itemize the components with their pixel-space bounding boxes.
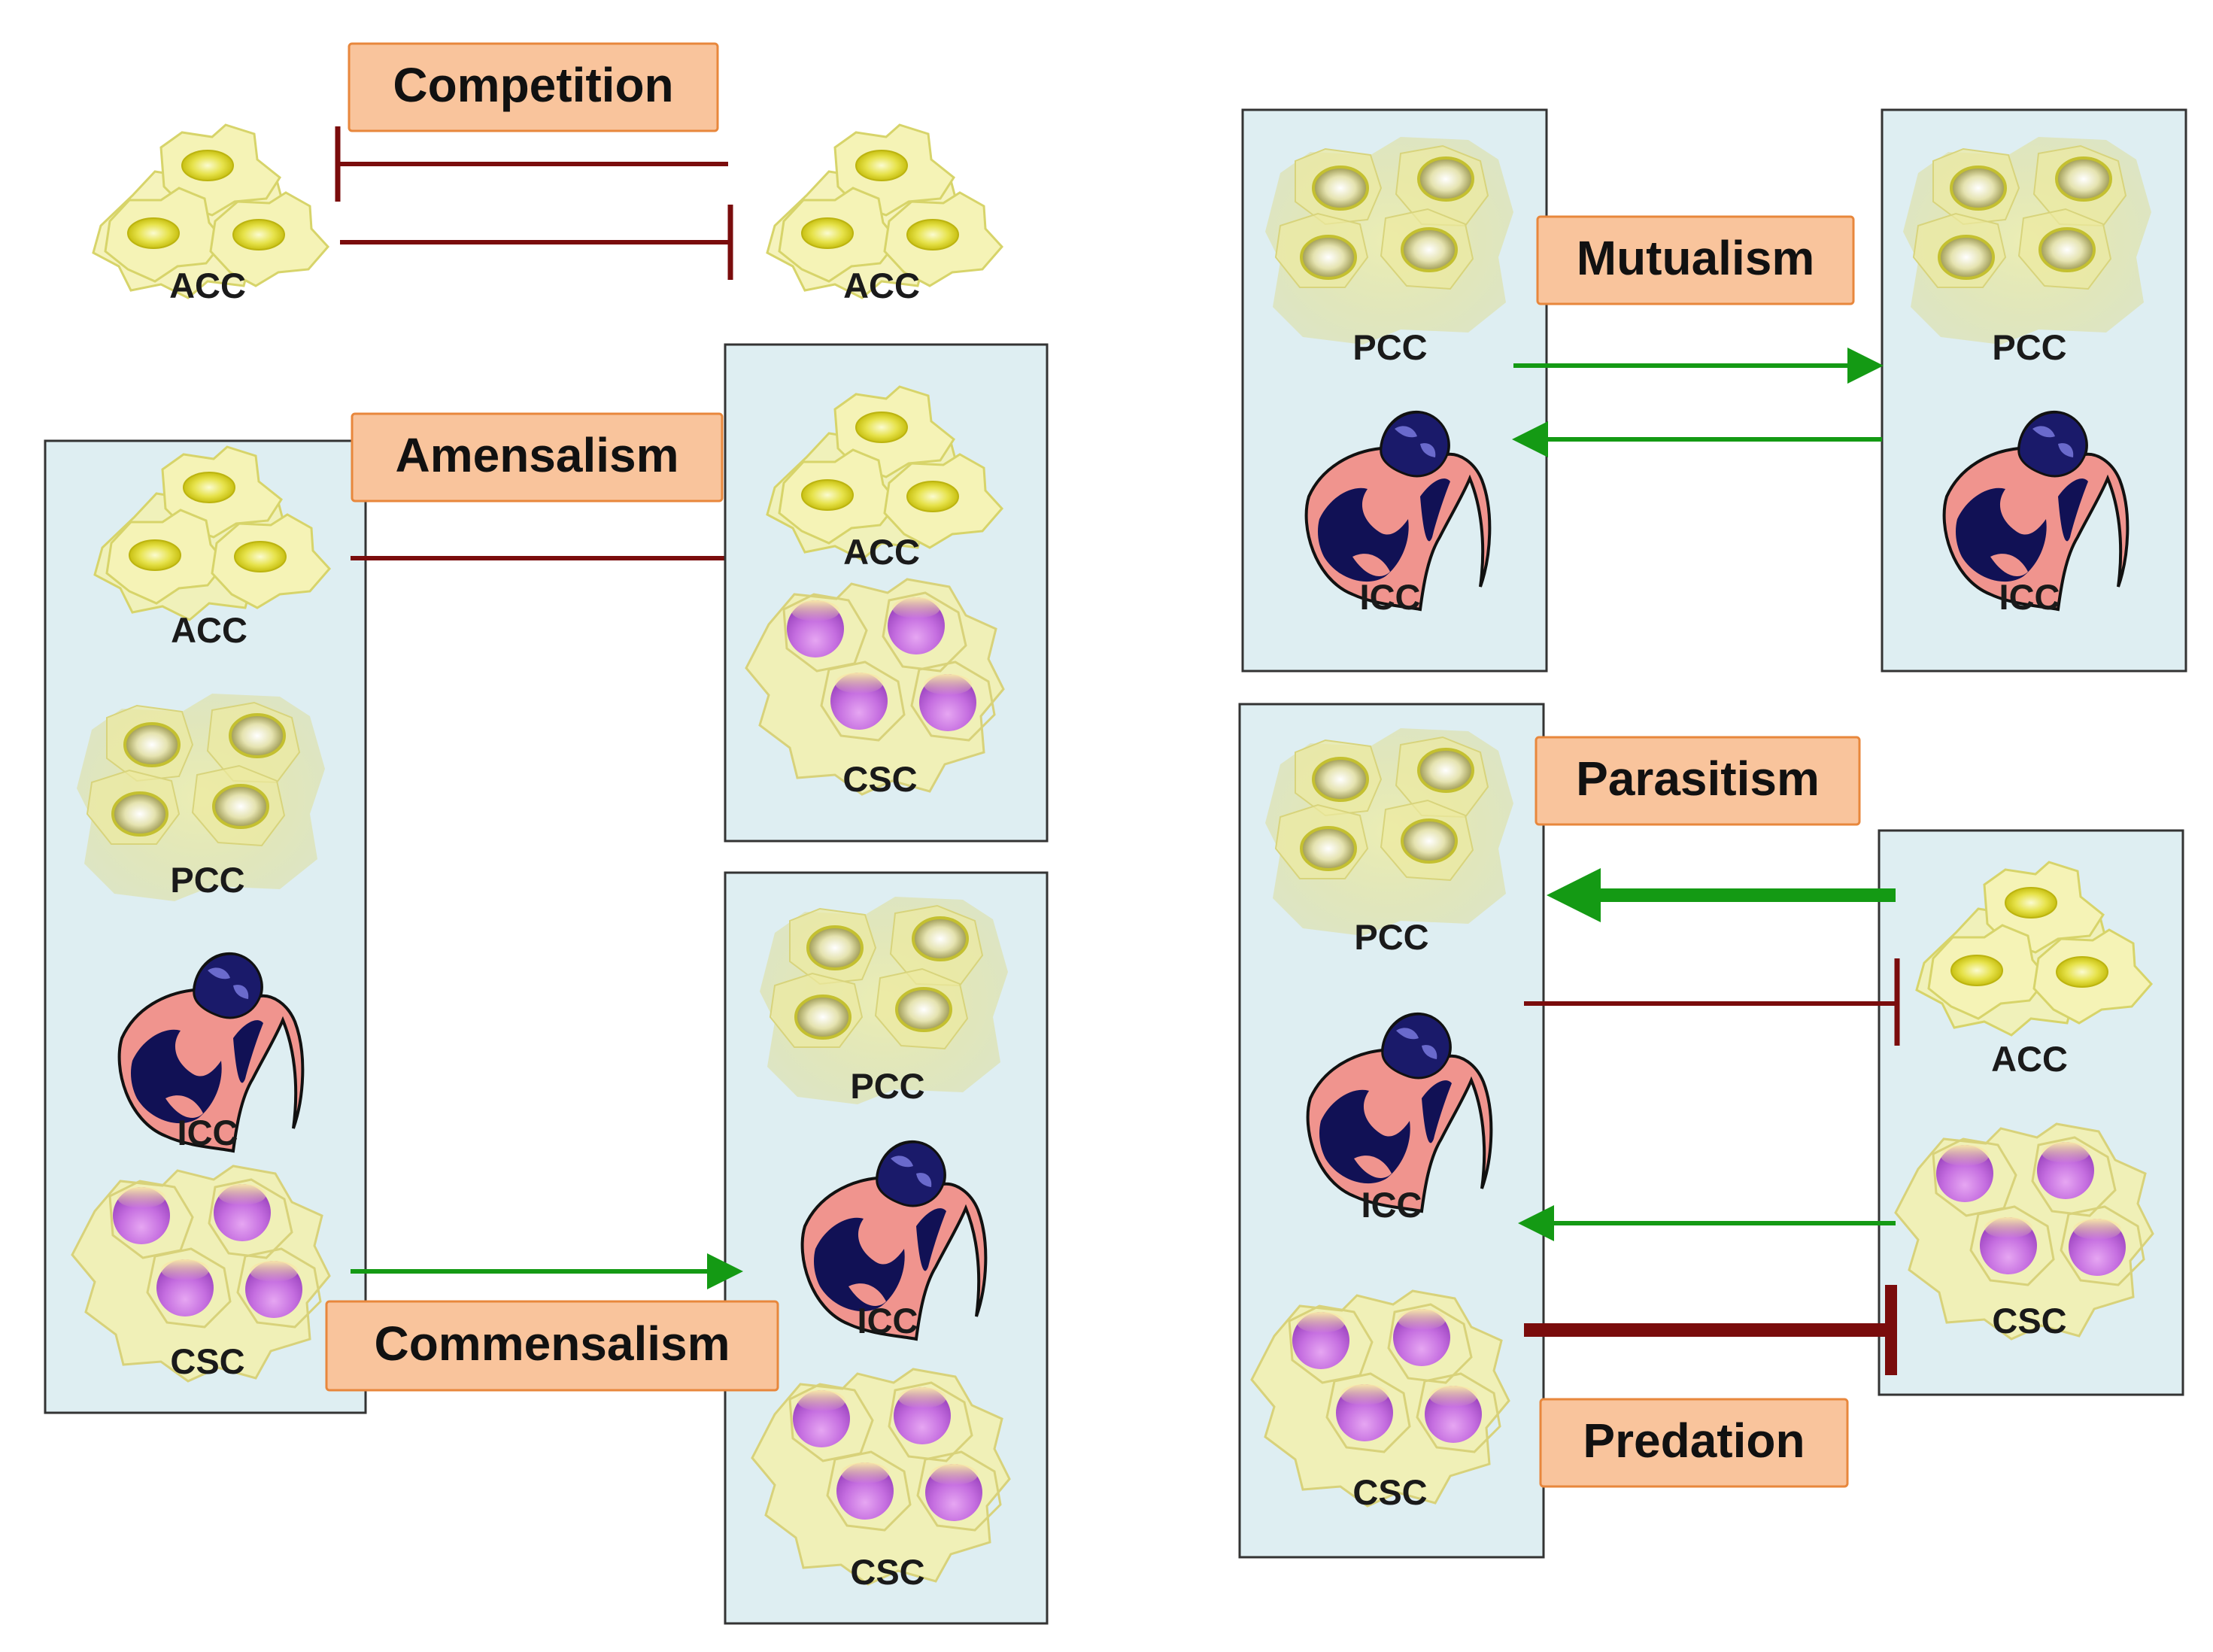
parasitism-label: Parasitism bbox=[1576, 752, 1820, 806]
csc-label: CSC bbox=[170, 1341, 244, 1381]
pcc-cluster-icon bbox=[1264, 727, 1515, 937]
pcc-cluster-icon bbox=[1902, 135, 2153, 346]
pcc-label: PCC bbox=[1354, 917, 1428, 957]
pcc-label: PCC bbox=[1992, 327, 2066, 367]
csc-label: CSC bbox=[1352, 1472, 1427, 1512]
commensalism-label-box bbox=[325, 1300, 779, 1392]
commensalism-label: Commensalism bbox=[374, 1316, 730, 1371]
amensalism-label-box bbox=[351, 412, 724, 503]
pcc-cluster-icon bbox=[1264, 135, 1515, 346]
pcc-label: PCC bbox=[170, 860, 244, 900]
icc-label: ICC bbox=[858, 1301, 918, 1341]
acc-label: ACC bbox=[1991, 1039, 2068, 1079]
acc-label: ACC bbox=[843, 266, 920, 305]
amensalism-label: Amensalism bbox=[395, 428, 678, 482]
csc-label: CSC bbox=[1992, 1301, 2066, 1341]
mutualism-label: Mutualism bbox=[1577, 231, 1814, 285]
pcc-label: PCC bbox=[1352, 327, 1427, 367]
acc-label: ACC bbox=[843, 532, 920, 572]
parasitism-label-box bbox=[1535, 736, 1861, 826]
competition-label: Competition bbox=[393, 58, 673, 112]
pcc-label: PCC bbox=[850, 1066, 924, 1106]
icc-label: ICC bbox=[1360, 577, 1421, 617]
predation-label-box bbox=[1539, 1398, 1849, 1488]
icc-label: ICC bbox=[1361, 1185, 1422, 1225]
csc-label: CSC bbox=[842, 759, 917, 799]
icc-label: ICC bbox=[178, 1113, 238, 1152]
acc-label: ACC bbox=[171, 610, 247, 650]
mutualism-label-box bbox=[1536, 215, 1855, 305]
predation-label: Predation bbox=[1583, 1414, 1805, 1468]
acc-label: ACC bbox=[169, 266, 246, 305]
competition-label-box bbox=[348, 42, 719, 132]
icc-label: ICC bbox=[1999, 577, 2060, 617]
csc-label: CSC bbox=[850, 1552, 924, 1592]
